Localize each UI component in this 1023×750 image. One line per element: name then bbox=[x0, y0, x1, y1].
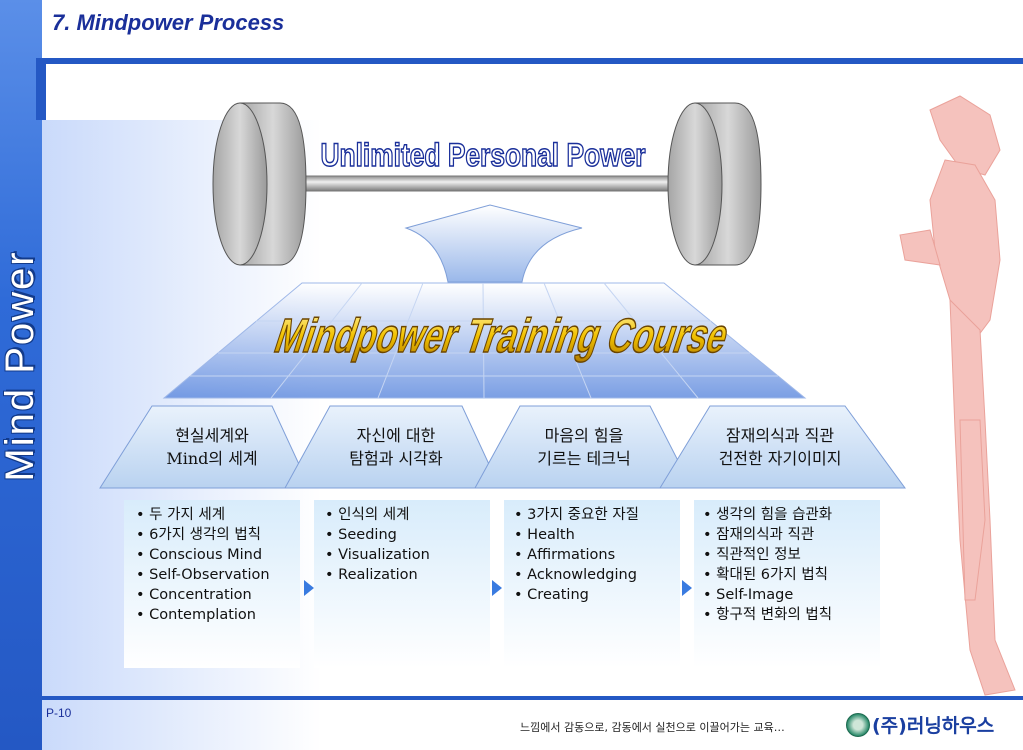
list-item: Seeding bbox=[325, 525, 430, 545]
column-heading-1-line2: Mind의 세계 bbox=[166, 449, 258, 468]
list-item: Health bbox=[514, 525, 639, 545]
column-header-4-shape bbox=[659, 405, 906, 489]
top-divider bbox=[42, 58, 1023, 64]
column-list-2: 인식의 세계 Seeding Visualization Realization bbox=[325, 505, 430, 585]
list-item: 인식의 세계 bbox=[325, 505, 430, 525]
list-item: Realization bbox=[325, 565, 430, 585]
column-list-4: 생각의 힘을 습관화 잠재의식과 직관 직관적인 정보 확대된 6가지 법칙 S… bbox=[703, 505, 832, 625]
list-item: Self-Observation bbox=[136, 565, 269, 585]
mindpower-training-course-label: Mindpower Training Course bbox=[269, 309, 736, 363]
company-logo-icon bbox=[846, 713, 870, 737]
page-title: 7. Mindpower Process bbox=[52, 10, 285, 35]
list-item: Visualization bbox=[325, 545, 430, 565]
arrow-right-icon bbox=[682, 580, 692, 596]
column-list-1: 두 가지 세계 6가지 생각의 법칙 Conscious Mind Self-O… bbox=[136, 505, 270, 625]
column-heading-3: 마음의 힘을 기르는 테크닉 bbox=[514, 424, 654, 470]
list-item: 생각의 힘을 습관화 bbox=[703, 505, 832, 525]
column-heading-1: 현실세계와 Mind의 세계 bbox=[146, 424, 278, 470]
platform-stand bbox=[404, 204, 583, 283]
column-heading-4-line1: 잠재의식과 직관 bbox=[725, 426, 835, 445]
column-heading-2: 자신에 대한 탐험과 시각화 bbox=[326, 424, 466, 470]
list-item: Self-Image bbox=[703, 585, 832, 605]
list-item: Contemplation bbox=[136, 605, 270, 625]
column-heading-4-line2: 건전한 자기이미지 bbox=[718, 449, 842, 468]
column-heading-3-line2: 기르는 테크닉 bbox=[537, 449, 631, 468]
column-heading-2-line1: 자신에 대한 bbox=[356, 426, 436, 445]
column-heading-1-line1: 현실세계와 bbox=[175, 426, 249, 445]
bottom-divider bbox=[42, 696, 1023, 700]
column-headers bbox=[99, 405, 906, 489]
column-heading-3-line1: 마음의 힘을 bbox=[544, 426, 624, 445]
list-item: 두 가지 세계 bbox=[136, 505, 270, 525]
list-item: 6가지 생각의 법칙 bbox=[136, 525, 270, 545]
column-heading-2-line2: 탐험과 시각화 bbox=[349, 449, 443, 468]
top-divider-corner bbox=[36, 58, 46, 120]
unlimited-personal-power-label: Unlimited Personal Power bbox=[321, 137, 646, 173]
barbell-icon bbox=[212, 102, 762, 266]
list-item: 잠재의식과 직관 bbox=[703, 525, 832, 545]
mindpower-process-diagram: Unlimited Personal Power Mindpower Train… bbox=[99, 95, 1016, 696]
footer-slogan: 느낌에서 감동으로, 감동에서 실천으로 이끌어가는 교육… bbox=[520, 721, 785, 734]
list-item: 항구적 변화의 법칙 bbox=[703, 605, 832, 625]
training-platform bbox=[162, 282, 807, 399]
list-item: Concentration bbox=[136, 585, 270, 605]
company-name: (주)러닝하우스 bbox=[872, 715, 995, 737]
column-heading-4: 잠재의식과 직관 건전한 자기이미지 bbox=[700, 424, 860, 470]
column-list-3: 3가지 중요한 자질 Health Affirmations Acknowled… bbox=[514, 505, 639, 605]
arrow-right-icon bbox=[304, 580, 314, 596]
list-item: 3가지 중요한 자질 bbox=[514, 505, 639, 525]
left-sidebar-band bbox=[0, 0, 42, 750]
arrow-right-icon bbox=[492, 580, 502, 596]
page-number: P-10 bbox=[46, 706, 72, 720]
list-item: Acknowledging bbox=[514, 565, 639, 585]
list-item: Affirmations bbox=[514, 545, 639, 565]
list-item: Conscious Mind bbox=[136, 545, 270, 565]
list-item: 직관적인 정보 bbox=[703, 545, 832, 565]
list-item: 확대된 6가지 법칙 bbox=[703, 565, 832, 585]
list-item: Creating bbox=[514, 585, 639, 605]
praying-figure-illustration bbox=[899, 95, 1016, 696]
